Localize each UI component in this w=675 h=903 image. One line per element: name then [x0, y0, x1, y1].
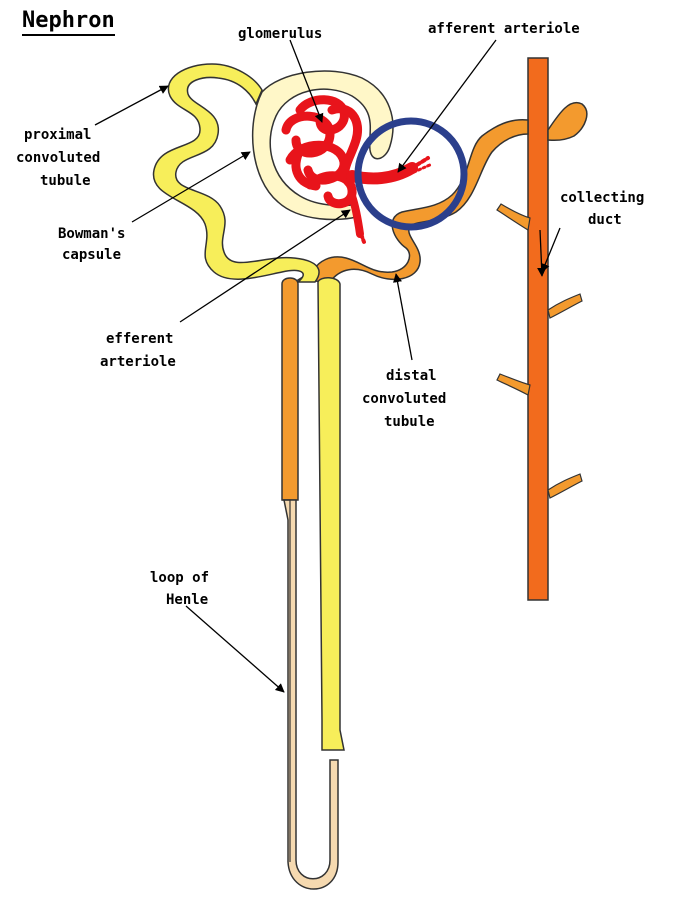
label-distal-line1: distal: [386, 368, 437, 384]
label-proximal-line2: convoluted: [16, 150, 100, 166]
label-afferent-arteriole: afferent arteriole: [428, 21, 580, 37]
label-bowmans-line2: capsule: [62, 247, 121, 263]
label-distal-line2: convoluted: [362, 391, 446, 407]
label-proximal-line1: proximal: [24, 127, 91, 143]
label-henle-line1: loop of: [150, 570, 209, 586]
label-proximal-line3: tubule: [40, 173, 91, 189]
label-distal-line3: tubule: [384, 414, 435, 430]
label-efferent-line2: arteriole: [100, 354, 176, 370]
loop-of-henle: [282, 278, 344, 889]
label-collecting-line1: collecting: [560, 190, 644, 206]
label-bowmans-line1: Bowman's: [58, 226, 125, 242]
label-glomerulus: glomerulus: [238, 26, 322, 42]
label-efferent-line1: efferent: [106, 331, 173, 347]
collecting-duct: [497, 58, 587, 600]
label-henle-line2: Henle: [166, 592, 208, 608]
label-collecting-line2: duct: [588, 212, 622, 228]
